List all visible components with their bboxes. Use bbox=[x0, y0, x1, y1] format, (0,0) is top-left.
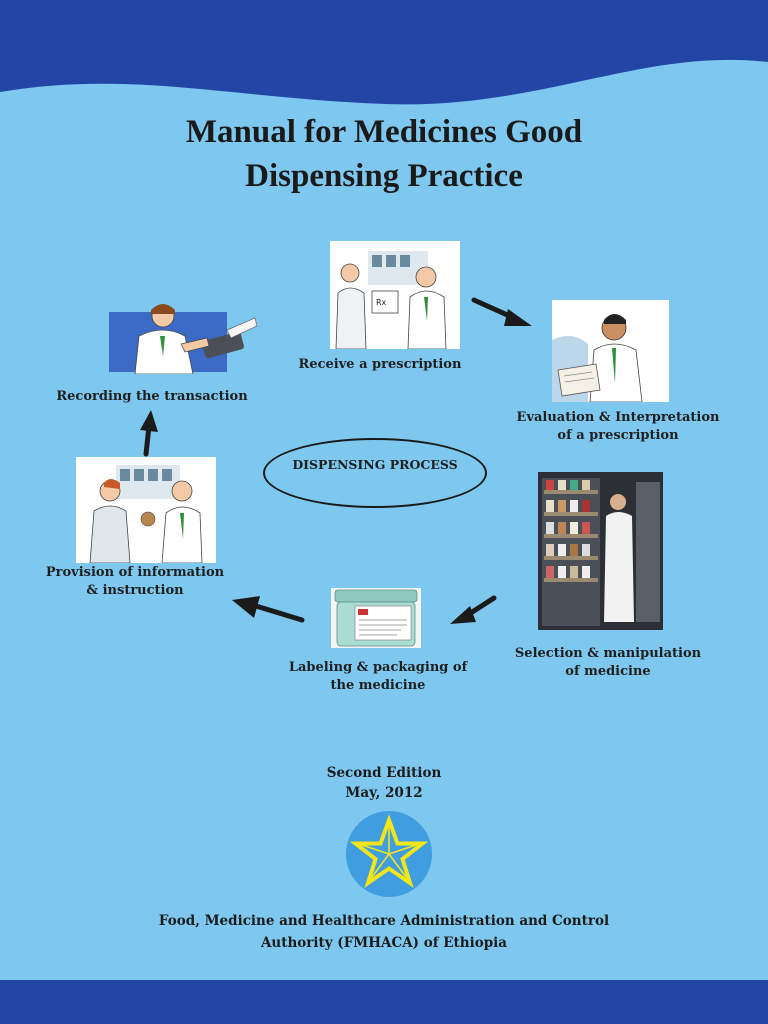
authority-line-1: Food, Medicine and Healthcare Administra… bbox=[158, 913, 610, 929]
selection-illustration bbox=[538, 472, 663, 630]
edition-date: May, 2012 bbox=[345, 785, 423, 801]
evaluation-illustration bbox=[552, 300, 669, 402]
authority-line-2: Authority (FMHACA) of Ethiopia bbox=[260, 935, 508, 951]
title-line-1: Manual for Medicines Good bbox=[185, 114, 583, 150]
recording-illustration bbox=[109, 296, 259, 374]
caption-recording: Recording the transaction bbox=[56, 389, 248, 404]
edition-info: Second Edition May, 2012 bbox=[284, 763, 484, 803]
caption-provision: Provision of information & instruction bbox=[45, 565, 225, 598]
caption-selection: Selection & manipulation of medicine bbox=[514, 646, 702, 679]
authority-name: Food, Medicine and Healthcare Administra… bbox=[134, 910, 634, 954]
bottom-band bbox=[0, 980, 768, 1024]
receive-prescription-illustration: Rx bbox=[330, 241, 460, 349]
arrow-icon bbox=[471, 297, 532, 326]
arrow-icon bbox=[450, 595, 497, 624]
ethiopian-emblem-icon bbox=[346, 811, 432, 897]
svg-text:Rx: Rx bbox=[376, 298, 387, 307]
dispensing-process-ellipse bbox=[263, 438, 487, 508]
caption-labeling: Labeling & packaging of the medicine bbox=[288, 660, 468, 693]
arrow-icon bbox=[140, 410, 158, 457]
top-wave-band bbox=[0, 0, 768, 105]
arrow-icon bbox=[232, 596, 305, 623]
provision-illustration bbox=[76, 457, 216, 563]
title-line-2: Dispensing Practice bbox=[245, 158, 523, 194]
caption-receive-prescription: Receive a prescription bbox=[298, 357, 462, 372]
labeling-illustration bbox=[331, 588, 421, 648]
dispensing-process-label: DISPENSING PROCESS bbox=[292, 457, 458, 472]
document-title: Manual for Medicines Good Dispensing Pra… bbox=[84, 110, 684, 198]
caption-evaluation: Evaluation & Interpretation of a prescri… bbox=[516, 410, 720, 443]
edition-label: Second Edition bbox=[326, 765, 442, 781]
